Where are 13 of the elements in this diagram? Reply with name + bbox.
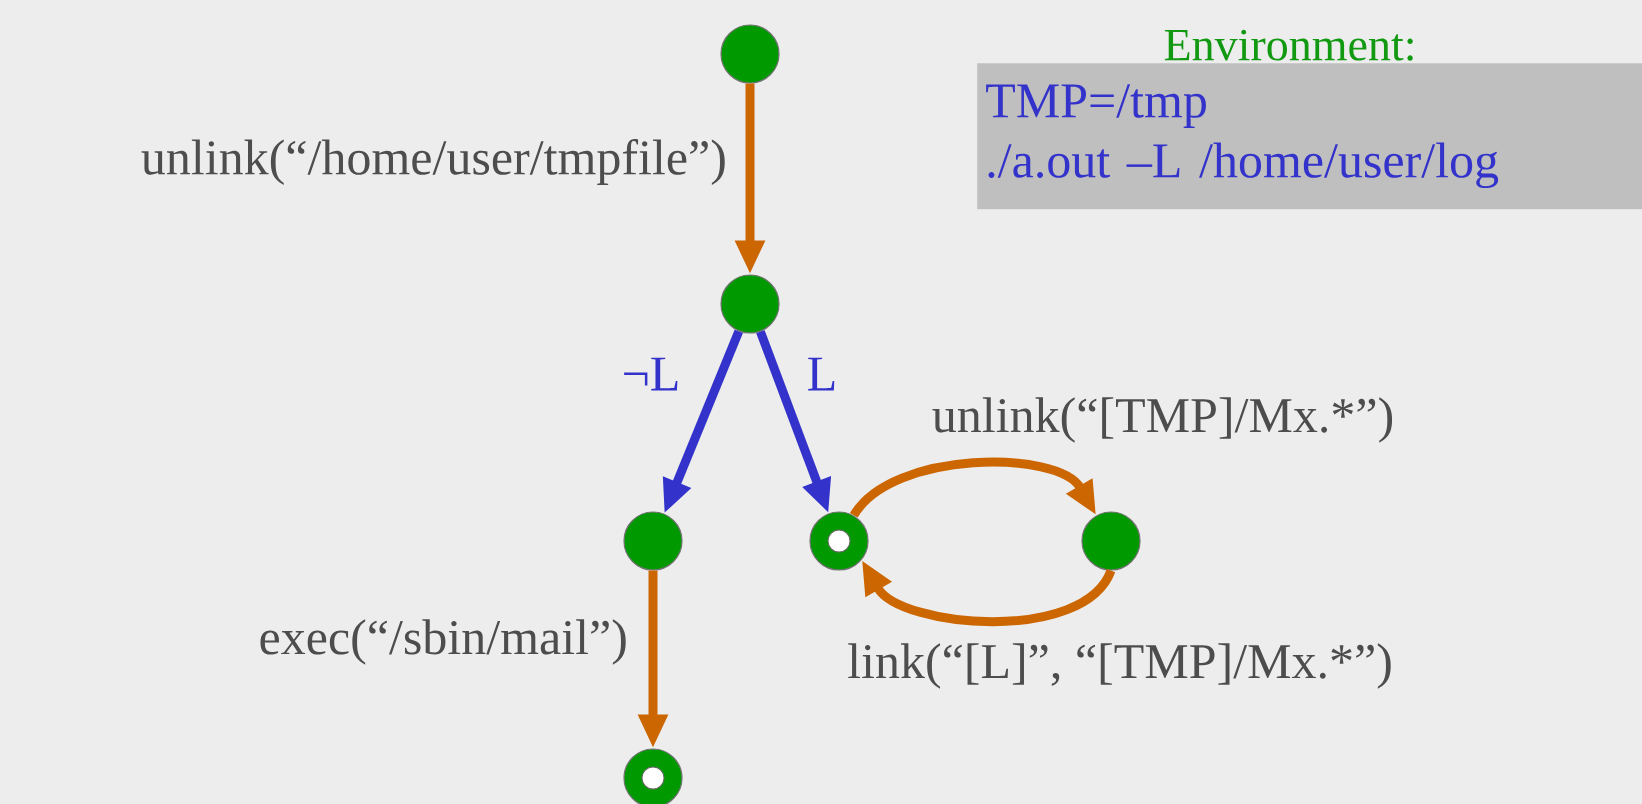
- circle-node: [623, 511, 683, 571]
- circle-node: [720, 24, 780, 84]
- edge-label: exec(“/sbin/mail”): [255, 616, 631, 668]
- edge-label: unlink(“/home/user/tmpfile”): [137, 136, 730, 188]
- circle-node: [720, 274, 780, 334]
- ring-node: [623, 748, 683, 804]
- circle-node: [1081, 511, 1141, 571]
- edge-label: ¬L: [618, 354, 684, 394]
- edge-label: link(“[L]”, “[TMP]/Mx.*”): [844, 640, 1396, 692]
- ring-node: [809, 511, 869, 571]
- environment-box: Environment: TMP=/tmp ./a.out –L /home/user/log: [977, 29, 1642, 210]
- node-label: Environment:: [1164, 29, 1413, 61]
- edge-label: unlink(“[TMP]/Mx.*”): [928, 394, 1398, 446]
